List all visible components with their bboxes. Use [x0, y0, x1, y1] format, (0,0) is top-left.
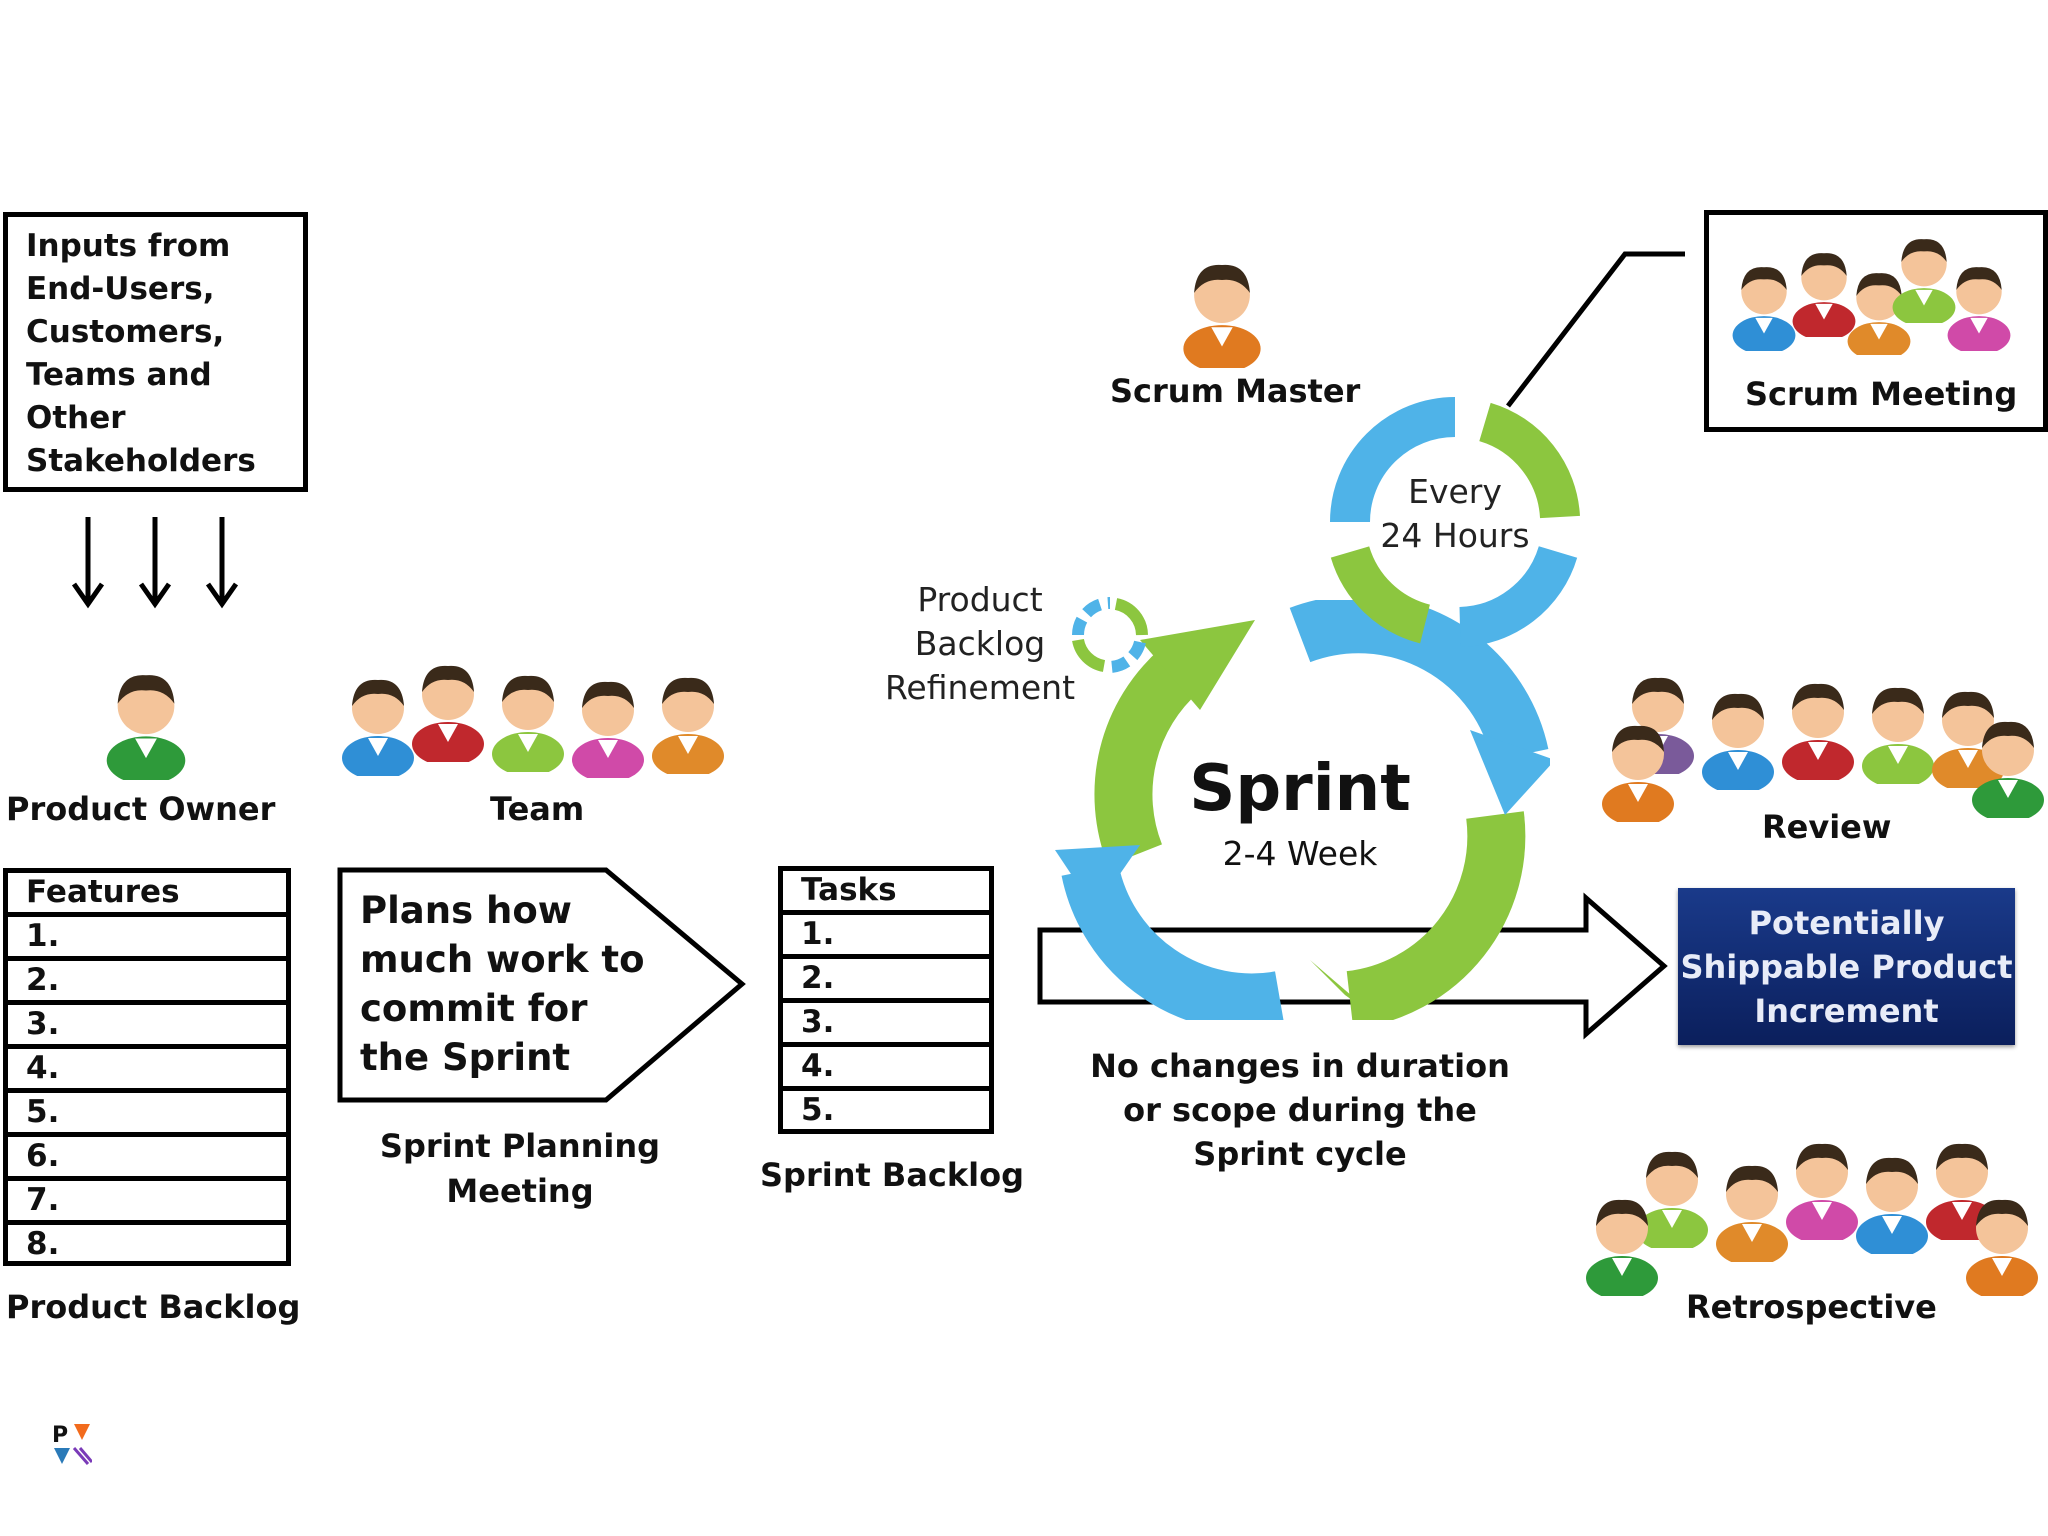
sprint-backlog-list: Tasks 1. 2. 3. 4. 5.	[778, 866, 994, 1134]
sprint-backlog-header: Tasks	[783, 871, 989, 915]
scrum-master-icon	[1178, 250, 1266, 368]
sprint-backlog-item: 5.	[801, 1092, 835, 1128]
planning-line: commit for	[360, 987, 588, 1030]
backlog-item: 7.	[8, 1181, 286, 1225]
scrum-meeting-group-icon	[1732, 239, 2011, 355]
scrum-master-label: Scrum Master	[1110, 372, 1361, 410]
inputs-line: Inputs from	[26, 228, 231, 264]
sprint-title: Sprint	[1189, 752, 1411, 826]
sprint-duration: 2-4 Week	[1222, 834, 1378, 873]
planning-label-line: Meeting	[446, 1172, 594, 1210]
review-label: Review	[1762, 808, 1892, 846]
team-icon	[342, 665, 724, 778]
stakeholder-inputs-box: Inputs from End-Users, Customers, Teams …	[3, 212, 308, 492]
planning-text: Plans how much work to commit for the Sp…	[360, 886, 645, 1082]
refinement-cycle-icon	[1072, 597, 1148, 673]
refinement-text: Product Backlog Refinement	[860, 578, 1100, 710]
inputs-line: Stakeholders	[26, 443, 256, 479]
daily-line: 24 Hours	[1380, 516, 1530, 555]
sprint-backlog-item: 2.	[783, 959, 989, 1003]
scrum-meeting-connector	[1506, 251, 1685, 408]
shippable-increment-box: Potentially Shippable Product Increment	[1678, 888, 2015, 1045]
review-group-icon	[1602, 677, 2044, 822]
planning-label-line: Sprint Planning	[379, 1127, 661, 1165]
product-owner-label: Product Owner	[6, 790, 276, 828]
planning-line: much work to	[360, 938, 645, 981]
sprint-cycle	[1055, 600, 1550, 1020]
team-label: Team	[490, 790, 585, 828]
sprint-backlog-item: 4.	[783, 1047, 989, 1091]
sprint-constraint-text: No changes in duration or scope during t…	[1060, 1044, 1540, 1176]
sprint-backlog-label: Sprint Backlog	[760, 1156, 1025, 1194]
refinement-line: Backlog	[914, 624, 1046, 663]
input-arrows	[71, 517, 239, 609]
backlog-item: 8.	[26, 1226, 60, 1262]
backlog-header: Features	[8, 873, 286, 917]
inputs-line: Customers,	[26, 314, 225, 350]
inputs-line: Teams and	[26, 357, 212, 393]
backlog-item: 5.	[8, 1093, 286, 1137]
increment-line: Increment	[1754, 991, 1939, 1030]
retrospective-group-icon	[1586, 1143, 2038, 1296]
retrospective-label: Retrospective	[1686, 1288, 1937, 1326]
backlog-item: 4.	[8, 1049, 286, 1093]
constraint-line: No changes in duration	[1090, 1047, 1510, 1085]
scrum-meeting-label: Scrum Meeting	[1745, 375, 2018, 413]
product-backlog-list: Features 1. 2. 3. 4. 5. 6. 7. 8.	[3, 868, 291, 1266]
constraint-line: Sprint cycle	[1193, 1135, 1407, 1173]
backlog-item: 2.	[8, 961, 286, 1005]
sprint-backlog-item: 3.	[783, 1003, 989, 1047]
planning-arrow-shape	[337, 867, 746, 1103]
planning-line: Plans how	[360, 889, 572, 932]
increment-line: Potentially	[1748, 903, 1945, 942]
inputs-line: End-Users,	[26, 271, 215, 307]
daily-cycle	[1330, 397, 1580, 647]
sprint-backlog-item: 1.	[783, 915, 989, 959]
backlog-item: 3.	[8, 1005, 286, 1049]
refinement-line: Refinement	[884, 668, 1076, 707]
inputs-line: Other	[26, 400, 126, 436]
svg-text:P: P	[52, 1423, 68, 1448]
product-backlog-label: Product Backlog	[6, 1288, 301, 1326]
daily-line: Every	[1408, 472, 1502, 511]
daily-cycle-text: Every 24 Hours	[1360, 470, 1550, 558]
refinement-line: Product	[917, 580, 1043, 619]
planning-line: the Sprint	[360, 1036, 571, 1079]
product-owner-icon	[100, 660, 192, 780]
increment-line: Shippable Product	[1680, 947, 2013, 986]
sprint-planning-label: Sprint Planning Meeting	[360, 1124, 680, 1214]
brand-logo-icon: P	[52, 1423, 92, 1465]
scrum-meeting-box: Scrum Meeting	[1704, 210, 2048, 432]
backlog-item: 1.	[8, 917, 286, 961]
backlog-item: 6.	[8, 1137, 286, 1181]
constraint-line: or scope during the	[1123, 1091, 1477, 1129]
